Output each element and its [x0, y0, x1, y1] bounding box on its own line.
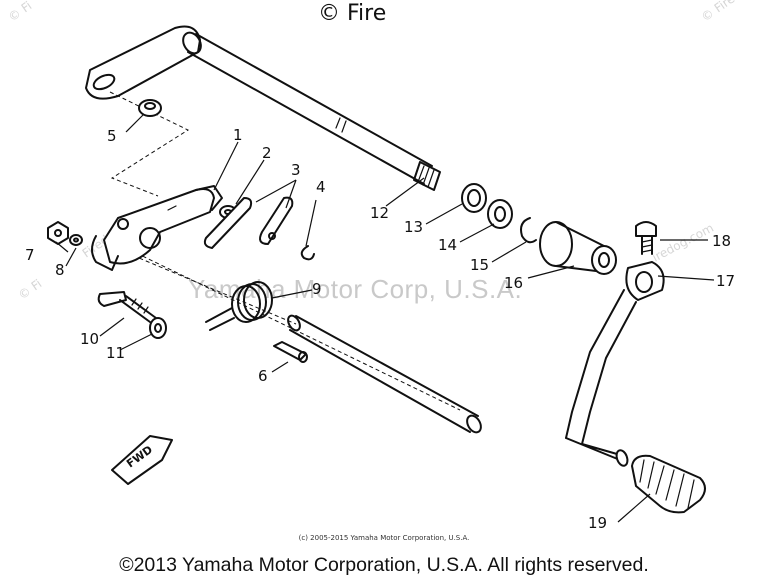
boss-part-16 [539, 221, 617, 275]
return-spring-part-9 [205, 281, 273, 331]
watermark-top-right: © Fire [699, 0, 738, 24]
copyright-small: (c) 2005-2015 Yamaha Motor Corporation, … [299, 534, 470, 542]
callout-1: 1 [233, 126, 243, 144]
callout-11: 11 [106, 344, 125, 362]
assembly-guide-lines [109, 91, 461, 411]
circlip-part-4 [300, 245, 315, 261]
shift-shaft-upper [182, 31, 441, 191]
callout-17: 17 [716, 272, 735, 290]
callout-13: 13 [404, 218, 423, 236]
watermark-top-left: © Fi [6, 0, 35, 24]
callout-18: 18 [712, 232, 731, 250]
pin-part-6 [273, 341, 308, 363]
shift-lever-assembly [91, 185, 223, 271]
callout-7: 7 [25, 246, 35, 264]
callout-2: 2 [262, 144, 272, 162]
callout-3: 3 [291, 161, 301, 179]
watermark-left-mid: © Fi [16, 277, 45, 303]
callout-19: 19 [588, 514, 607, 532]
callout-9: 9 [312, 280, 322, 298]
washer-part-8 [69, 234, 83, 246]
callout-8: 8 [55, 261, 65, 279]
copyright-main: ©2013 Yamaha Motor Corporation, U.S.A. A… [119, 554, 649, 576]
circlip-part-15 [520, 217, 537, 244]
callout-10: 10 [80, 330, 99, 348]
washer-part-14 [487, 199, 513, 229]
leader-lines [55, 113, 715, 523]
collar-part-5 [138, 99, 162, 117]
forward-direction-arrow: FWD [111, 435, 173, 485]
pedal-rubber-part-19 [631, 454, 706, 514]
watermark-fragment-right: iredog.com [650, 221, 716, 265]
callout-16: 16 [504, 274, 523, 292]
oil-seal-part-13 [461, 183, 487, 213]
locknut-part-11 [149, 317, 167, 339]
callout-6: 6 [258, 367, 268, 385]
stopper-levers-part-3 [203, 196, 294, 249]
callout-12: 12 [370, 204, 389, 222]
bolt-part-18 [635, 221, 657, 255]
change-pedal-part-17 [565, 261, 665, 467]
adjust-bolt-part-10 [97, 291, 157, 323]
watermark-top-center: © Fire [318, 1, 386, 26]
shift-shaft-lower [287, 314, 482, 434]
nut-part-7 [47, 221, 69, 245]
callout-14: 14 [438, 236, 457, 254]
callout-numbers: 1 2 3 4 5 6 7 8 9 10 11 12 13 14 15 16 1… [25, 126, 735, 532]
shift-arm-plate [85, 25, 201, 100]
callout-4: 4 [316, 178, 326, 196]
callout-5: 5 [107, 127, 117, 145]
callout-15: 15 [470, 256, 489, 274]
